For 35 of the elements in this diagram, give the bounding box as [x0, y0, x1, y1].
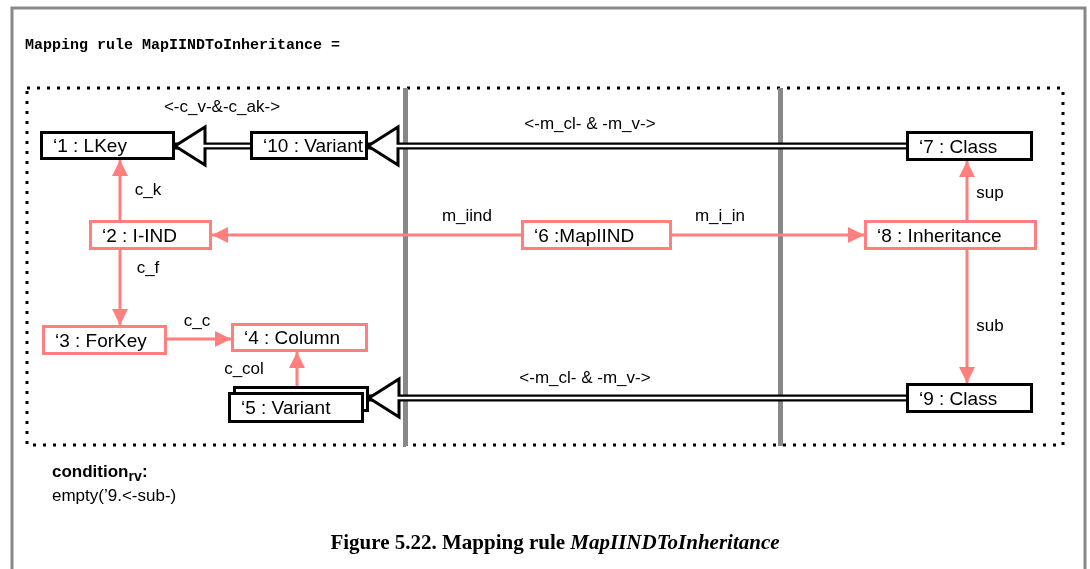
- condition-heading: condition$_{rv}$:: [52, 462, 148, 485]
- edge-label: <-m_cl- & -m_v->: [519, 368, 651, 388]
- object-box: ‘10 : Variant: [250, 131, 368, 160]
- arrow: [959, 250, 975, 383]
- rule-title: Mapping rule MapIINDToInheritance =: [25, 37, 341, 54]
- edge-label: sup: [976, 183, 1004, 203]
- edge-label: c_col: [224, 359, 264, 379]
- edge-label: c_f: [136, 258, 160, 278]
- arrow: [112, 250, 128, 325]
- edge-label: m_i_in: [694, 206, 746, 226]
- object-box: ‘8 : Inheritance: [864, 220, 1037, 250]
- arrow: [112, 160, 128, 220]
- object-box: ‘1 : LKey: [40, 131, 175, 160]
- object-box: ‘9 : Class: [906, 383, 1033, 413]
- condition-text: empty(’9.<-sub-): [52, 486, 177, 506]
- arrow: [212, 227, 521, 243]
- arrow: [672, 227, 864, 243]
- edge-label: m_iind: [441, 206, 493, 226]
- arrow: [959, 161, 975, 220]
- arrow: [167, 331, 231, 347]
- object-box: ‘6 :MapIIND: [521, 220, 672, 250]
- double-line-arrow: [366, 125, 906, 167]
- edge-label: <-m_cl- & -m_v->: [524, 114, 656, 134]
- object-box: ‘3 : ForKey: [42, 325, 167, 355]
- edge-label: c_c: [183, 311, 211, 331]
- double-line-arrow: [367, 377, 906, 419]
- edge-label: sub: [976, 316, 1004, 336]
- edge-label: c_k: [134, 180, 162, 200]
- edge-label: <-c_v-&-c_ak->: [163, 97, 281, 117]
- object-box: ‘2 : I-IND: [89, 220, 212, 250]
- figure-caption: Figure 5.22. Mapping rule MapIINDToInheritance: [329, 530, 781, 555]
- arrow: [289, 352, 305, 386]
- object-box: ‘4 : Column: [231, 323, 368, 352]
- double-line-arrow: [173, 125, 250, 167]
- object-box: ‘7 : Class: [906, 131, 1033, 161]
